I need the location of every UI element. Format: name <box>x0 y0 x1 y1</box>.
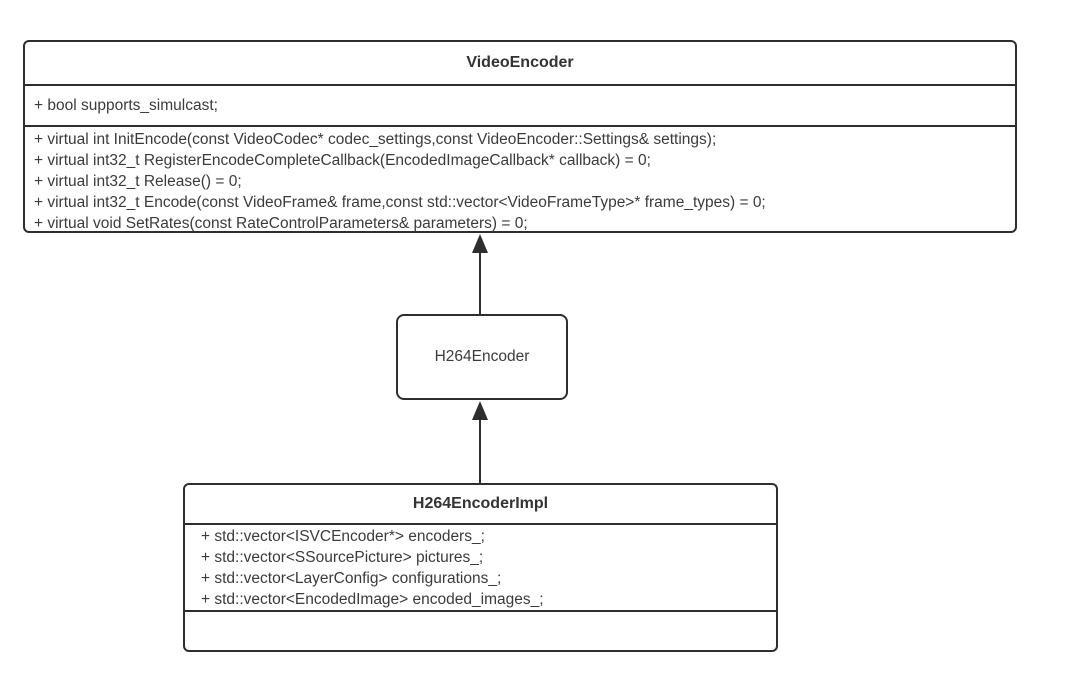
method-setrates: + virtual void SetRates(const RateContro… <box>34 215 528 232</box>
class-title-h264encoderimpl: H264EncoderImpl <box>412 495 549 512</box>
videoencoder-fields-section: + bool supports_simulcast; <box>25 84 1015 125</box>
videoencoder-methods-section: + virtual int InitEncode(const VideoCode… <box>25 125 1015 234</box>
method-encode: + virtual int32_t Encode(const VideoFram… <box>34 194 766 211</box>
method-release: + virtual int32_t Release() = 0; <box>34 173 242 190</box>
inheritance-line-h264encoderimpl-h264encoder <box>479 417 481 483</box>
field-pictures: + std::vector<SSourcePicture> pictures_; <box>201 549 484 566</box>
inheritance-line-h264encoder-videoencoder <box>479 250 481 314</box>
class-box-videoencoder: VideoEncoder + bool supports_simulcast; … <box>23 40 1017 233</box>
inheritance-arrowhead-to-h264encoder <box>472 401 488 420</box>
h264encoderimpl-fields-section: + std::vector<ISVCEncoder*> encoders_; +… <box>185 523 776 610</box>
method-initencode: + virtual int InitEncode(const VideoCode… <box>34 131 717 148</box>
field-configurations: + std::vector<LayerConfig> configuration… <box>201 570 502 587</box>
class-box-h264encoder: H264Encoder <box>396 314 568 400</box>
field-supports-simulcast: + bool supports_simulcast; <box>34 97 218 114</box>
class-title-videoencoder: VideoEncoder <box>466 54 574 71</box>
method-registerencodecompletecallback: + virtual int32_t RegisterEncodeComplete… <box>34 152 651 169</box>
class-title-h264encoder: H264Encoder <box>434 348 530 365</box>
class-box-h264encoderimpl: H264EncoderImpl + std::vector<ISVCEncode… <box>183 483 778 652</box>
inheritance-arrowhead-to-videoencoder <box>472 234 488 253</box>
field-encoded-images: + std::vector<EncodedImage> encoded_imag… <box>201 591 544 608</box>
h264encoderimpl-empty-section <box>185 610 776 652</box>
field-encoders: + std::vector<ISVCEncoder*> encoders_; <box>201 528 485 545</box>
